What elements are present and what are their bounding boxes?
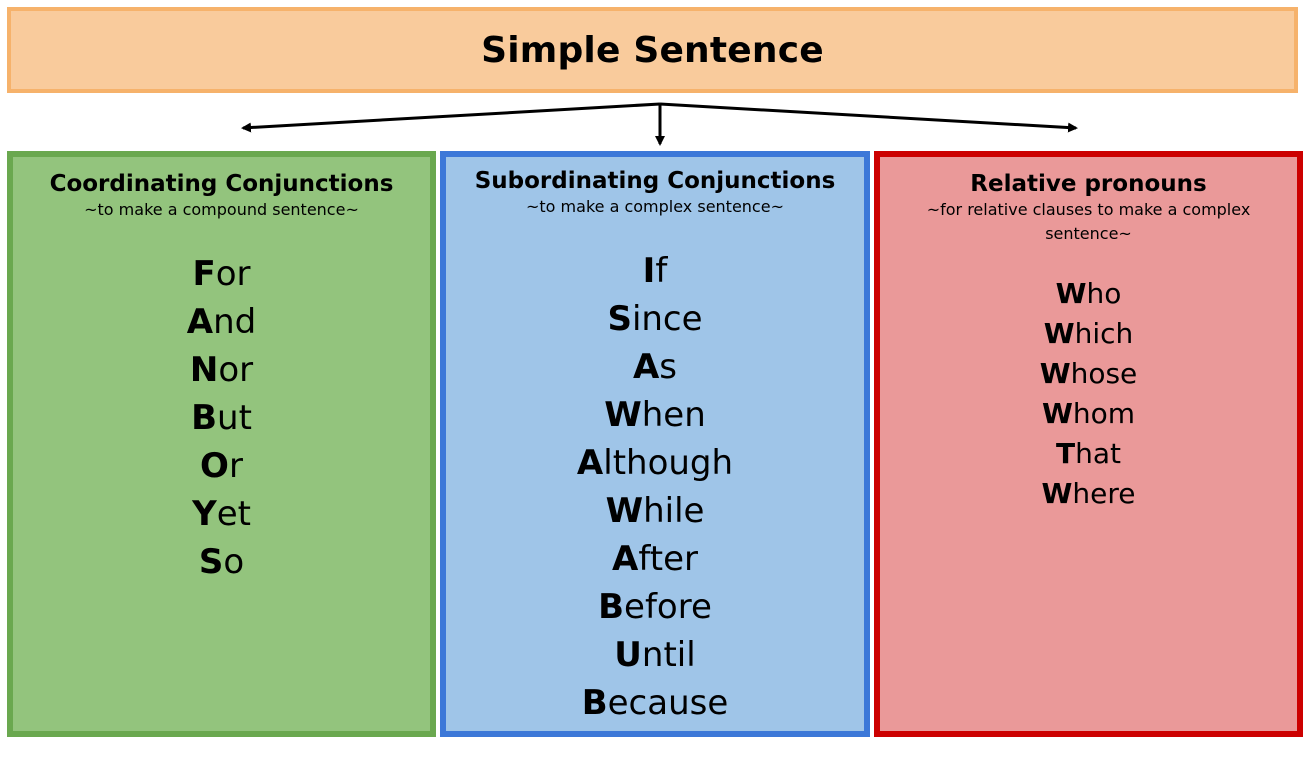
list-item: Although — [576, 443, 734, 483]
list-item: So — [198, 542, 245, 582]
panel-heading: Subordinating Conjunctions — [474, 168, 836, 194]
arrow-to-relative — [659, 102, 1078, 133]
simple-sentence-box: Simple Sentence — [7, 7, 1298, 93]
list-item: Where — [1041, 477, 1136, 510]
list-item: After — [612, 539, 698, 579]
arrow-to-coordinating — [241, 102, 661, 133]
list-item: That — [1056, 437, 1121, 470]
list-item: Because — [581, 683, 729, 723]
panel-heading: Relative pronouns — [970, 171, 1207, 197]
subordinating-conjunctions-panel: Subordinating Conjunctions ~to make a co… — [440, 151, 870, 737]
panel-subheading: ~to make a compound sentence~ — [84, 200, 359, 219]
list-item: But — [191, 398, 252, 438]
list-item: When — [604, 395, 706, 435]
list-item: Nor — [189, 350, 254, 390]
list-item: If — [642, 251, 668, 291]
list-item: Until — [614, 635, 696, 675]
list-item: Who — [1055, 277, 1122, 310]
list-item: Yet — [192, 494, 251, 534]
list-item: Or — [200, 446, 243, 486]
panel-subheading: ~to make a complex sentence~ — [526, 197, 784, 216]
list-item: Since — [607, 299, 703, 339]
list-item: As — [632, 347, 678, 387]
panel-heading: Coordinating Conjunctions — [49, 171, 394, 197]
list-item: For — [192, 254, 251, 294]
relative-pronouns-panel: Relative pronouns ~for relative clauses … — [874, 151, 1303, 737]
list-item: Before — [598, 587, 712, 627]
panel-subheading: ~for relative clauses to make a complex … — [926, 200, 1251, 243]
diagram-title: Simple Sentence — [481, 29, 824, 71]
list-item: Which — [1043, 317, 1134, 350]
list-item: Whom — [1041, 397, 1136, 430]
list-item: Whose — [1039, 357, 1138, 390]
isawawabub-list: If Since As When Although While After Be… — [446, 247, 864, 727]
list-item: While — [605, 491, 705, 531]
list-item: And — [186, 302, 257, 342]
fanboys-list: For And Nor But Or Yet So — [13, 250, 430, 586]
coordinating-conjunctions-panel: Coordinating Conjunctions ~to make a com… — [7, 151, 436, 737]
relative-pronoun-list: Who Which Whose Whom That Where — [880, 274, 1297, 514]
